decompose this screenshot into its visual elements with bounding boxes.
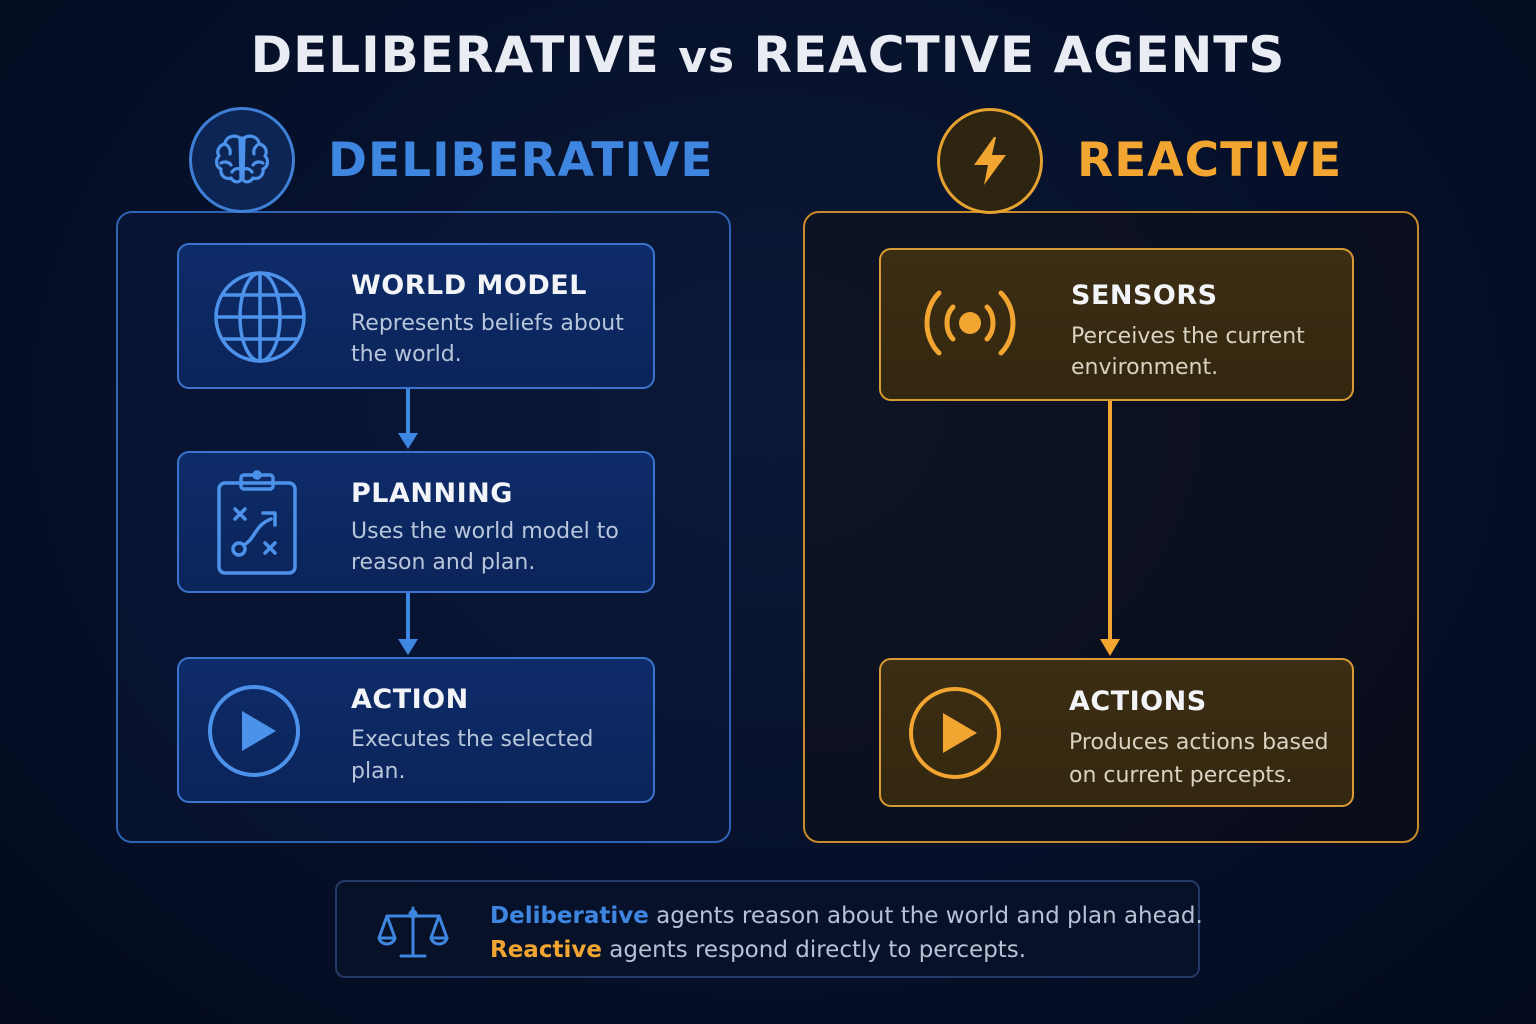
actions-card: ACTIONS Produces actions based on curren… bbox=[879, 658, 1354, 807]
actions-desc-line1: Produces actions based bbox=[1069, 730, 1329, 755]
actions-title: ACTIONS bbox=[1069, 686, 1207, 717]
action-card: ACTION Executes the selected plan. bbox=[177, 657, 655, 803]
arrow-down-icon bbox=[1100, 401, 1120, 656]
summary-keyword-deliberative: Deliberative bbox=[490, 903, 649, 929]
sensors-title: SENSORS bbox=[1071, 280, 1218, 311]
sensor-signal-icon bbox=[924, 290, 1016, 356]
summary-box: Deliberative agents reason about the wor… bbox=[335, 880, 1203, 978]
action-desc-line1: Executes the selected bbox=[351, 727, 594, 752]
title-vs: vs bbox=[678, 32, 736, 83]
summary-line-deliberative: Deliberative agents reason about the wor… bbox=[490, 903, 1203, 929]
planning-desc-line2: reason and plan. bbox=[351, 550, 536, 575]
scales-icon bbox=[377, 906, 449, 958]
globe-icon bbox=[214, 271, 306, 363]
title-reactive-agents: REACTIVE AGENTS bbox=[753, 26, 1286, 84]
sensors-card: SENSORS Perceives the current environmen… bbox=[879, 248, 1354, 401]
world-model-desc-line1: Represents beliefs about bbox=[351, 311, 624, 336]
reactive-header-badge bbox=[937, 108, 1043, 214]
title-deliberative: DELIBERATIVE bbox=[250, 26, 660, 84]
arrow-down-icon bbox=[398, 389, 418, 449]
arrow-down-icon bbox=[398, 593, 418, 655]
planning-card: PLANNING Uses the world model to reason … bbox=[177, 451, 655, 593]
actions-desc-line2: on current percepts. bbox=[1069, 763, 1293, 788]
deliberative-header-badge bbox=[189, 107, 295, 213]
world-model-title: WORLD MODEL bbox=[351, 270, 587, 301]
action-desc-line2: plan. bbox=[351, 759, 406, 784]
summary-text-deliberative: agents reason about the world and plan a… bbox=[648, 903, 1203, 929]
world-model-card: WORLD MODEL Represents beliefs about the… bbox=[177, 243, 655, 389]
summary-text-reactive: agents respond directly to percepts. bbox=[601, 937, 1027, 963]
reactive-heading: REACTIVE bbox=[1077, 133, 1343, 188]
world-model-desc-line2: the world. bbox=[351, 342, 462, 367]
play-icon bbox=[208, 685, 300, 777]
clipboard-strategy-icon bbox=[217, 470, 297, 575]
page-title: DELIBERATIVE vs REACTIVE AGENTS bbox=[0, 26, 1536, 84]
summary-line-reactive: Reactive agents respond directly to perc… bbox=[490, 937, 1026, 963]
planning-title: PLANNING bbox=[351, 478, 513, 509]
play-icon bbox=[909, 687, 1001, 779]
planning-desc-line1: Uses the world model to bbox=[351, 519, 619, 544]
lightning-icon bbox=[974, 137, 1006, 185]
brain-icon bbox=[214, 134, 270, 184]
sensors-desc-line2: environment. bbox=[1071, 355, 1219, 380]
summary-keyword-reactive: Reactive bbox=[490, 937, 602, 963]
action-title: ACTION bbox=[351, 684, 469, 715]
sensors-desc-line1: Perceives the current bbox=[1071, 324, 1305, 349]
deliberative-heading: DELIBERATIVE bbox=[328, 133, 714, 188]
